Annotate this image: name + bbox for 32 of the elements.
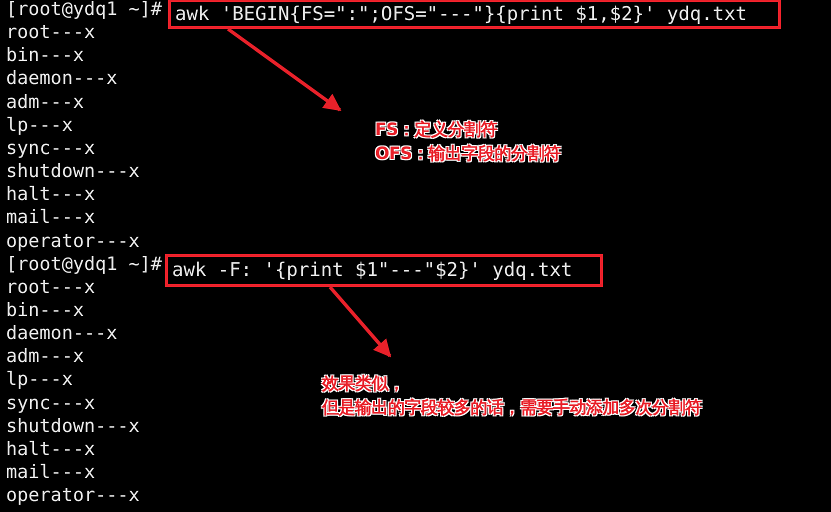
terminal-line: adm---x [6,346,84,368]
terminal-line: daemon---x [6,68,118,90]
arrow [226,28,342,112]
annotation-text: FS：定义分割符 [375,119,498,142]
terminal-line: shutdown---x [6,416,140,438]
annotation-text: 但是输出的字段较多的话，需要手动添加多次分割符 [322,397,702,420]
terminal-line: lp---x [6,114,73,137]
terminal-line: root---x [6,22,96,44]
command-text: awk -F: '{print $1"---"$2}' ydq.txt [172,259,572,282]
terminal-line: daemon---x [6,323,118,346]
shell-prompt: [root@ydq1 ~]# [6,0,162,21]
annotation-text: OFS：输出字段的分割符 [375,143,560,166]
command-text: awk 'BEGIN{FS=":";OFS="---"}{print $1,$2}' ydq.txt [175,2,747,26]
terminal-line: shutdown---x [6,161,140,184]
terminal-line: halt---x [6,438,96,461]
terminal-line: sync---x [6,138,96,160]
terminal-line: sync---x [6,392,96,415]
terminal-line: halt---x [6,184,96,206]
terminal-line: root---x [6,276,96,299]
highlight-box [165,254,603,287]
terminal-line: bin---x [6,45,84,68]
terminal-line: lp---x [6,369,73,392]
shell-prompt: [root@ydq1 ~]# [6,254,162,276]
highlight-box [168,0,781,29]
terminal-line: operator---x [6,230,140,252]
terminal-line: bin---x [6,300,84,322]
terminal-line: operator---x [6,485,140,508]
terminal-line: mail---x [6,462,96,484]
terminal-line: mail---x [6,207,96,230]
arrow [328,286,392,358]
terminal-line: adm---x [6,92,84,114]
annotation-text: 效果类似， [322,373,406,396]
